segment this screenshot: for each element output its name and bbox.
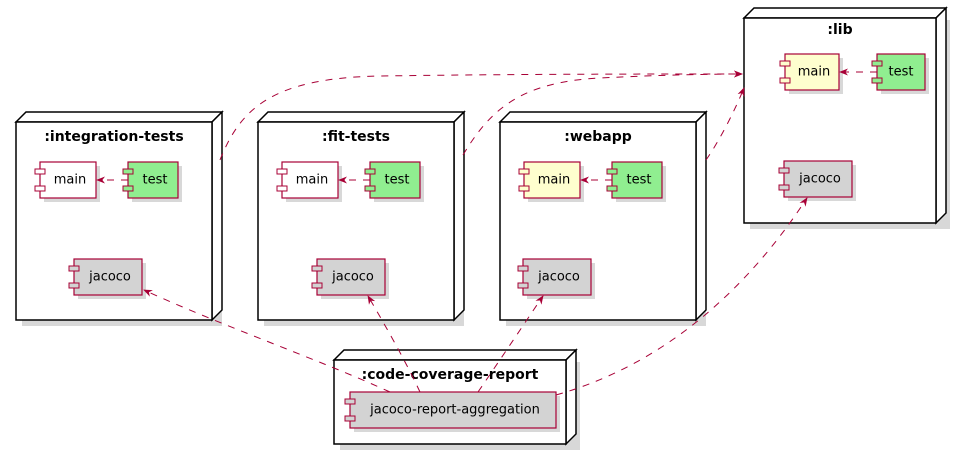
component-jacoco: jacoco	[311, 258, 389, 299]
component-label: test	[143, 173, 168, 188]
component-jacoco: jacoco	[778, 160, 856, 201]
component-jacoco-report-aggregation: jacoco-report-aggregation	[344, 391, 560, 432]
component-label: main	[538, 173, 570, 188]
dependency-arrow	[477, 295, 544, 393]
dependency-arrow	[219, 70, 743, 161]
dependency-arrow	[705, 87, 745, 161]
component-main: main	[779, 53, 843, 94]
component-label: test	[627, 173, 652, 188]
dependency-arrow	[367, 295, 421, 393]
node-title: :webapp	[564, 129, 632, 145]
component-main: main	[518, 161, 584, 202]
component-test: test	[606, 161, 666, 202]
component-test: test	[871, 53, 929, 94]
node-title: :code-coverage-report	[362, 367, 539, 383]
component-test: test	[364, 161, 424, 202]
component-main: main	[34, 161, 100, 202]
component-main: main	[276, 161, 342, 202]
component-label: test	[385, 173, 410, 188]
component-label: jacoco	[331, 270, 374, 285]
component-jacoco: jacoco	[68, 258, 146, 299]
component-jacoco: jacoco	[517, 258, 595, 299]
component-label: jacoco-report-aggregation	[369, 403, 540, 418]
dependency-arrow	[143, 289, 391, 393]
component-label: test	[889, 65, 914, 80]
component-label: main	[296, 173, 328, 188]
component-label: jacoco	[537, 270, 580, 285]
component-label: jacoco	[88, 270, 131, 285]
node-title: :fit-tests	[322, 129, 390, 145]
node-title: :integration-tests	[44, 129, 183, 145]
component-label: main	[54, 173, 86, 188]
dependency-arrow	[462, 70, 743, 156]
component-test: test	[122, 161, 182, 202]
node-title: :lib	[827, 22, 852, 38]
component-label: jacoco	[798, 172, 841, 187]
component-label: main	[798, 65, 830, 80]
